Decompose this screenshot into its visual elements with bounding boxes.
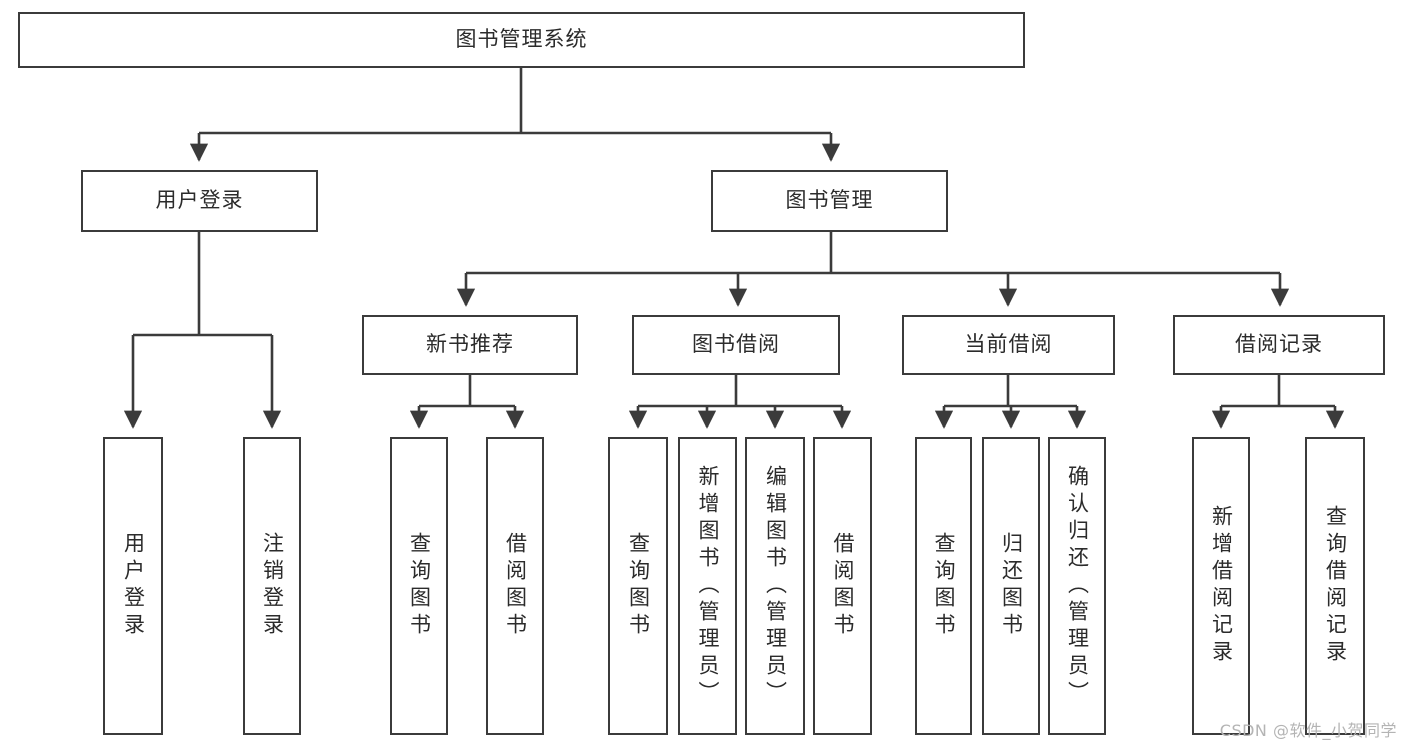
node-leaf-borrow-books-recommend-label: 借阅图书 [503,532,528,640]
node-root[interactable]: 图书管理系统 [18,12,1025,68]
node-leaf-confirm-return-admin[interactable]: 确认归还（管理员） [1048,437,1106,735]
node-borrow-record[interactable]: 借阅记录 [1173,315,1385,375]
node-leaf-query-books-recommend-label: 查询图书 [407,532,432,640]
node-user-login-label: 用户登录 [155,188,244,213]
node-leaf-user-login-label: 用户登录 [121,532,146,640]
node-borrow-record-label: 借阅记录 [1235,332,1323,357]
node-leaf-add-book-admin-label: 新增图书（管理员） [696,464,721,708]
node-leaf-confirm-return-admin-label: 确认归还（管理员） [1065,464,1090,708]
node-current-borrow[interactable]: 当前借阅 [902,315,1115,375]
node-user-login[interactable]: 用户登录 [81,170,318,232]
watermark: CSDN @软件_小贺同学 [1219,721,1397,740]
node-leaf-add-book-admin[interactable]: 新增图书（管理员） [678,437,737,735]
node-book-borrow[interactable]: 图书借阅 [632,315,840,375]
node-current-borrow-label: 当前借阅 [964,332,1053,357]
node-leaf-logout-login-label: 注销登录 [260,532,285,640]
node-leaf-query-borrow-record-label: 查询借阅记录 [1323,505,1348,667]
node-root-label: 图书管理系统 [455,27,588,52]
node-leaf-add-borrow-record[interactable]: 新增借阅记录 [1192,437,1250,735]
node-leaf-return-book-label: 归还图书 [999,532,1024,640]
node-leaf-borrow-book[interactable]: 借阅图书 [813,437,872,735]
node-leaf-return-book[interactable]: 归还图书 [982,437,1040,735]
node-leaf-query-books-borrow-label: 查询图书 [626,532,651,640]
node-leaf-add-borrow-record-label: 新增借阅记录 [1209,505,1234,667]
node-book-management-label: 图书管理 [785,188,874,213]
node-book-borrow-label: 图书借阅 [692,332,780,357]
node-new-book-recommend[interactable]: 新书推荐 [362,315,578,375]
node-leaf-query-books-borrow[interactable]: 查询图书 [608,437,668,735]
node-leaf-query-books-current[interactable]: 查询图书 [915,437,972,735]
node-leaf-edit-book-admin[interactable]: 编辑图书（管理员） [745,437,805,735]
node-leaf-query-books-recommend[interactable]: 查询图书 [390,437,448,735]
node-book-management[interactable]: 图书管理 [711,170,948,232]
node-leaf-query-books-current-label: 查询图书 [932,532,957,640]
node-leaf-edit-book-admin-label: 编辑图书（管理员） [763,464,788,708]
node-leaf-query-borrow-record[interactable]: 查询借阅记录 [1305,437,1365,735]
node-leaf-logout-login[interactable]: 注销登录 [243,437,301,735]
node-new-book-recommend-label: 新书推荐 [426,332,514,357]
node-leaf-user-login[interactable]: 用户登录 [103,437,163,735]
node-leaf-borrow-books-recommend[interactable]: 借阅图书 [486,437,544,735]
node-leaf-borrow-book-label: 借阅图书 [831,532,856,640]
